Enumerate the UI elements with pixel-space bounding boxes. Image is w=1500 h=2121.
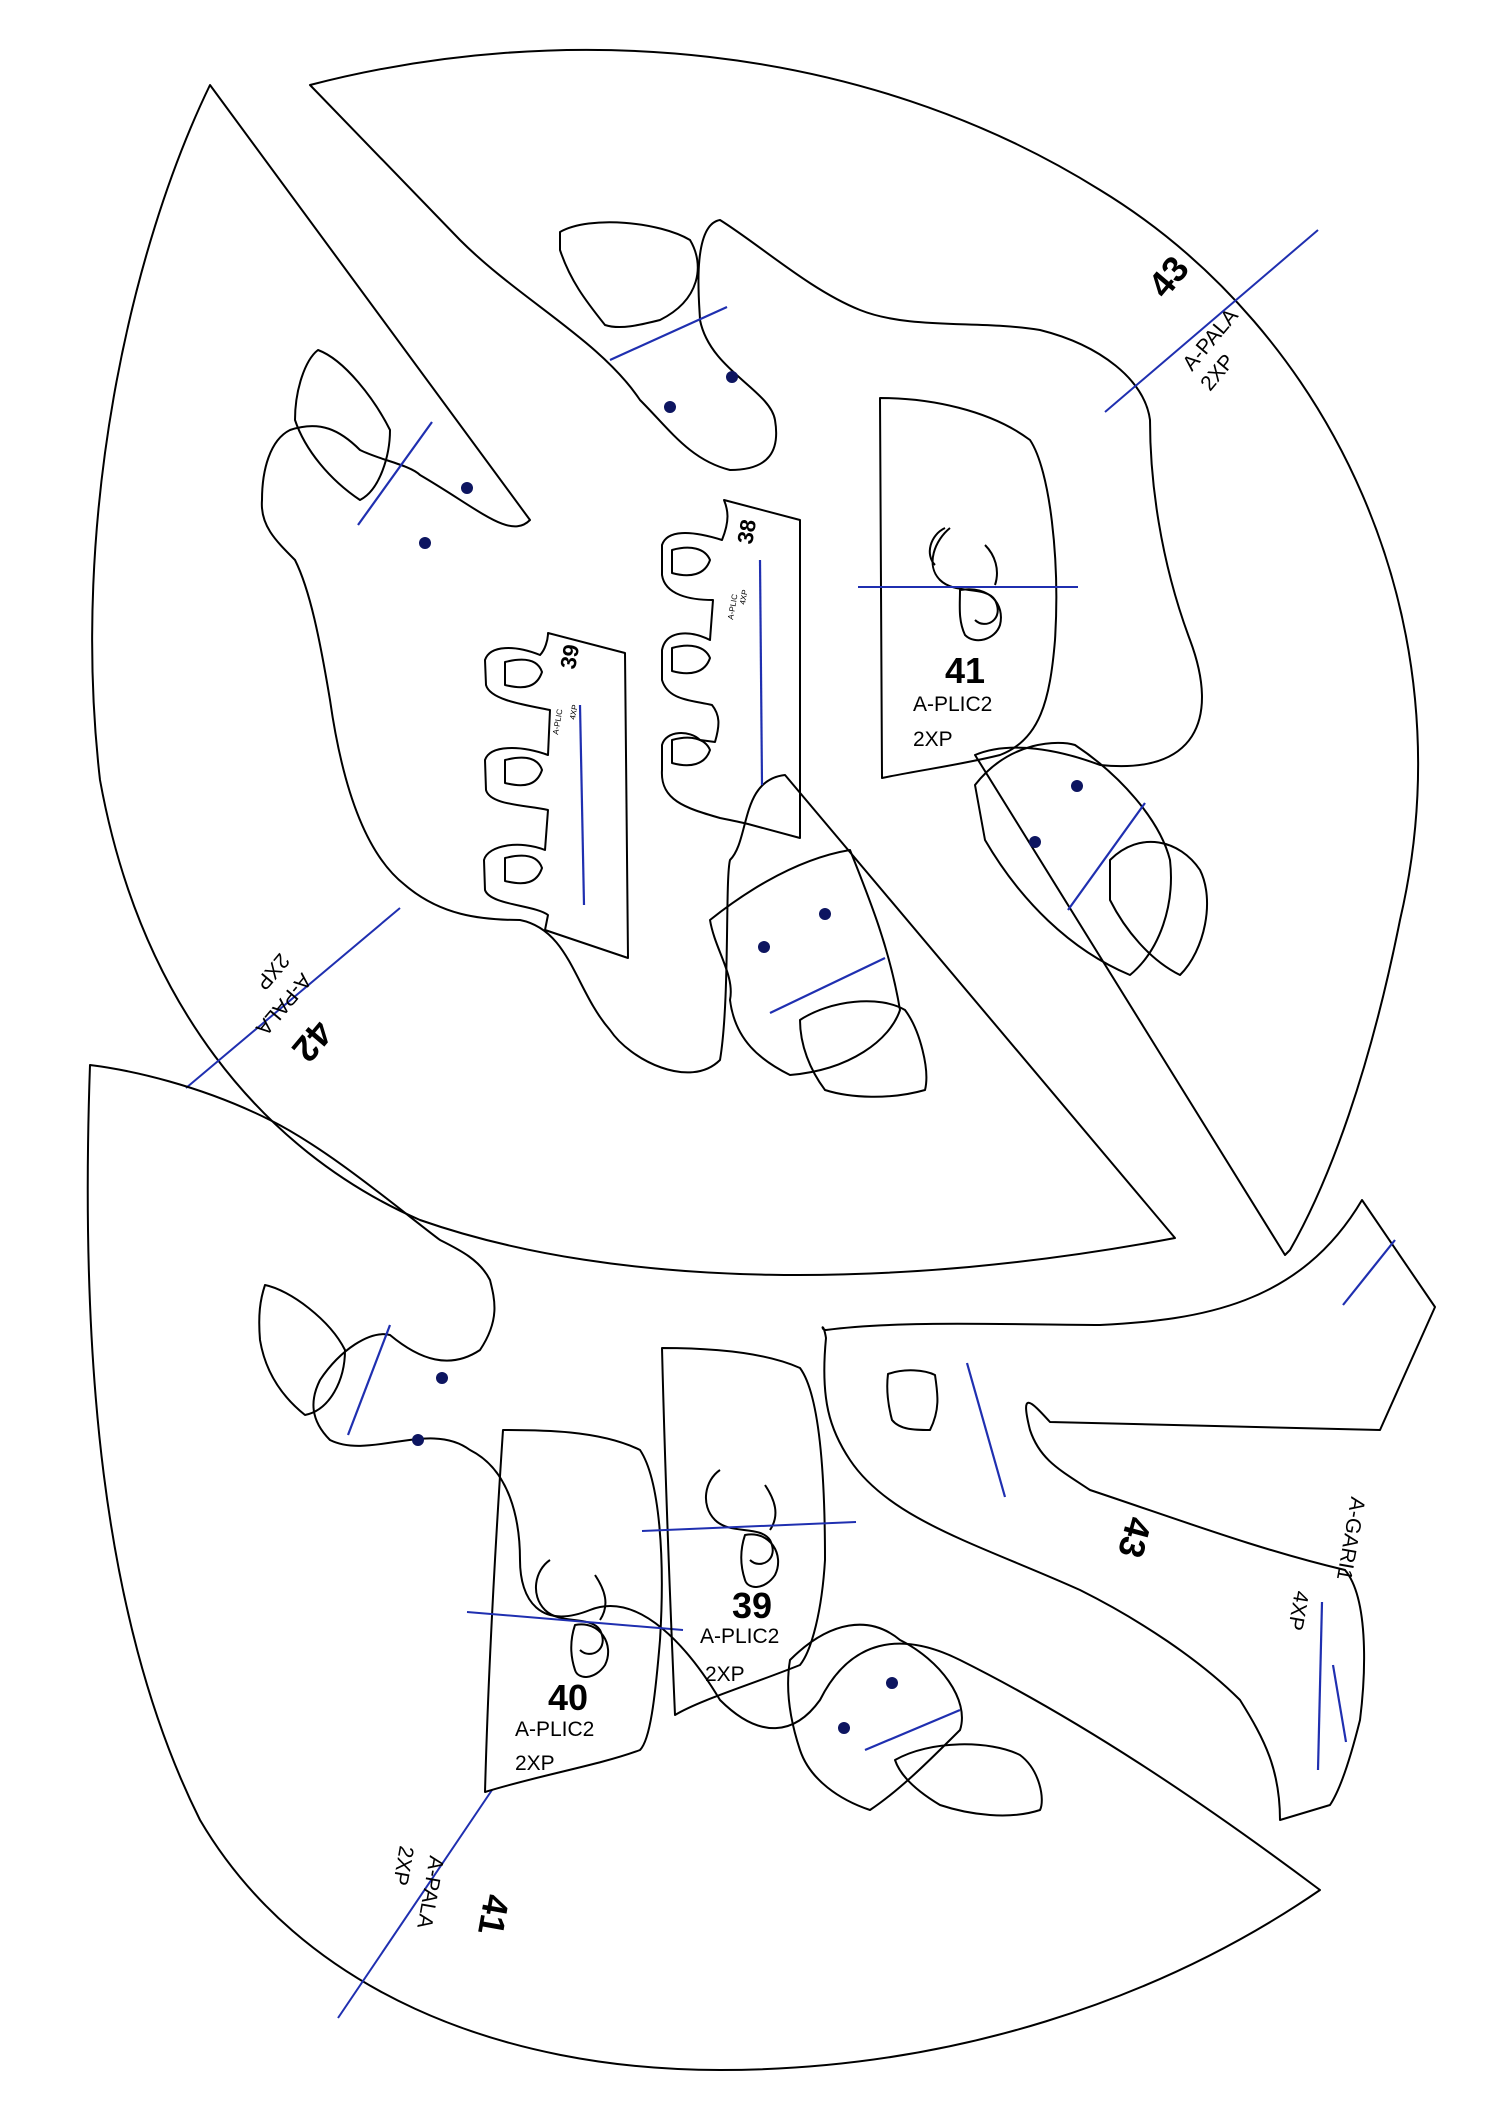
piece-38-outline (660, 499, 801, 839)
piece-43-gari-qty: 4XP (1283, 1589, 1313, 1632)
piece-41-marker (412, 1434, 424, 1446)
piece-41-plic2: 41 A-PLIC2 2XP (858, 397, 1078, 779)
piece-42-grain-line (185, 907, 401, 1089)
piece-41-pala-number: 41 (470, 1892, 517, 1939)
piece-43-grain-line (1104, 229, 1319, 413)
piece-40-outline (484, 1429, 663, 1793)
piece-41-outline (86, 1064, 1321, 2071)
piece-43-lower-tab (974, 741, 1172, 976)
piece-39-plic2-number: 39 (732, 1585, 772, 1626)
piece-42-lower-slot (769, 957, 886, 1014)
piece-43-marker (1029, 836, 1041, 848)
piece-39-plic2-code: A-PLIC2 (700, 1625, 779, 1648)
piece-41-pala-qty: 2XP (388, 1844, 418, 1887)
piece-40-cut-line (466, 1611, 684, 1631)
piece-42-window (294, 349, 391, 501)
piece-38-number: 38 (732, 517, 761, 545)
piece-43-window (559, 221, 699, 329)
piece-40-code: A-PLIC2 (515, 1718, 594, 1741)
piece-41-plic-code: A-PLIC2 (913, 693, 992, 716)
piece-41-emblem-curl (928, 527, 946, 566)
piece-41-marker (886, 1677, 898, 1689)
piece-42-number: 42 (284, 1013, 341, 1070)
piece-41-window (258, 1284, 346, 1416)
piece-38-qty: 4XP (738, 589, 749, 605)
piece-43-gari-window (886, 1369, 939, 1431)
piece-39-plic: 39 A-PLIC 4XP (483, 632, 629, 959)
piece-42-lower-window (799, 1000, 928, 1098)
piece-43-gari-slot (1342, 1239, 1396, 1306)
piece-43-gari-slot (1331, 1664, 1348, 1743)
piece-43-gari-slot (1316, 1601, 1324, 1771)
piece-39-plic2-qty: 2XP (705, 1663, 745, 1686)
piece-41-emblem (931, 527, 1002, 642)
piece-42-lower-tab (709, 849, 901, 1076)
piece-38-notch (671, 546, 711, 577)
piece-39-slot (578, 704, 586, 906)
piece-42-marker (419, 537, 431, 549)
piece-39-notch (504, 756, 543, 787)
piece-41-marker (436, 1372, 448, 1384)
piece-41-marker (838, 1722, 850, 1734)
piece-41-lower-window (894, 1743, 1043, 1817)
piece-42-marker (461, 482, 473, 494)
piece-41-slot (346, 1324, 392, 1436)
piece-43-gari-outline (821, 1199, 1436, 1821)
piece-42-marker (758, 941, 770, 953)
piece-38-notch (671, 736, 711, 767)
piece-39-code: A-PLIC (551, 708, 564, 735)
piece-39-qty: 4XP (568, 704, 579, 720)
piece-43-marker (726, 371, 738, 383)
piece-38-plic: 38 A-PLIC 4XP (660, 499, 801, 839)
piece-41-pala: 41 A-PALA 2XP (86, 1064, 1321, 2071)
piece-43-gari: 43 A-GARI1 4XP (821, 1199, 1436, 1821)
piece-39-notch (504, 658, 543, 689)
piece-40-emblem (534, 1559, 610, 1678)
piece-38-slot (758, 559, 764, 786)
piece-43-marker (1071, 780, 1083, 792)
piece-41-pala-code: A-PALA (412, 1854, 447, 1930)
piece-40-qty: 2XP (515, 1752, 555, 1775)
piece-43-pala: 43 A-PALA 2XP (309, 49, 1420, 1256)
piece-39-number: 39 (555, 642, 584, 670)
piece-43-slot (609, 305, 728, 362)
piece-43-gari-slot (965, 1362, 1007, 1498)
piece-43-lower-slot (1067, 802, 1146, 911)
piece-39-notch (504, 854, 543, 885)
piece-43-number: 43 (1140, 248, 1197, 305)
piece-43-lower-window (1109, 841, 1208, 976)
piece-43-outline (309, 49, 1420, 1256)
piece-41-plic-number: 41 (945, 650, 985, 691)
piece-42-marker (819, 908, 831, 920)
piece-39-plic2: 39 A-PLIC2 2XP (641, 1347, 857, 1716)
piece-41-grain-line (337, 1789, 493, 2019)
piece-41-lower-tab (787, 1623, 963, 1811)
piece-41-plic-qty: 2XP (913, 728, 953, 751)
piece-38-notch (671, 644, 711, 675)
piece-43-gari-code: A-GARI1 (1332, 1495, 1369, 1582)
piece-39-cut-line (641, 1521, 857, 1532)
piece-39-outline (483, 632, 629, 959)
piece-42-slot (357, 421, 433, 526)
piece-38-code: A-PLIC (726, 593, 739, 620)
piece-39-plic2-outline (661, 1347, 826, 1716)
piece-41-lower-slot (864, 1708, 961, 1752)
piece-43-gari-number: 43 (1110, 1513, 1160, 1562)
piece-42-pala: 42 A-PALA 2XP (91, 84, 1176, 1276)
piece-42-outline (91, 84, 1176, 1276)
piece-43-marker (664, 401, 676, 413)
piece-40-plic2: 40 A-PLIC2 2XP (466, 1429, 684, 1793)
piece-41-plic-outline (879, 397, 1058, 779)
piece-40-number: 40 (548, 1677, 588, 1718)
